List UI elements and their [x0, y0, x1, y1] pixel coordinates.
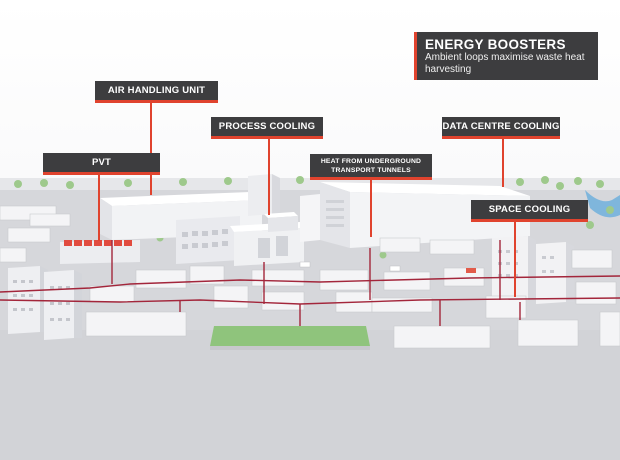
label-data-centre-cooling: DATA CENTRE COOLING: [442, 117, 560, 139]
label-tunnels-line1: HEAT FROM UNDERGROUND: [320, 158, 422, 165]
space-cooling-towers: [492, 236, 574, 304]
title-subtitle: Ambient loops maximise waste heat harves…: [425, 52, 585, 75]
leader-tunnels: [370, 177, 372, 237]
leader-pvt: [98, 175, 100, 241]
label-space-cooling: SPACE COOLING: [471, 200, 588, 222]
leader-data-centre: [502, 139, 504, 187]
leader-space-cooling: [514, 222, 516, 297]
label-pvt: PVT: [43, 153, 160, 175]
cars: [299, 261, 476, 273]
courtyard-green: [210, 326, 370, 346]
foreground-road: [0, 330, 620, 460]
title-box: ENERGY BOOSTERS Ambient loops maximise w…: [414, 32, 598, 80]
left-tower-blocks: [8, 266, 82, 340]
leader-process-cooling: [268, 139, 270, 215]
title-heading: ENERGY BOOSTERS: [425, 37, 566, 52]
label-air-handling-unit: AIR HANDLING UNIT: [95, 81, 218, 103]
label-tunnels: HEAT FROM UNDERGROUND TRANSPORT TUNNELS: [310, 154, 432, 180]
pvt-terrace: [60, 240, 140, 264]
label-tunnels-line2: TRANSPORT TUNNELS: [331, 167, 411, 174]
industrial-complex: [100, 174, 304, 266]
ambient-loop-pipes: [0, 240, 620, 326]
label-process-cooling: PROCESS COOLING: [211, 117, 323, 139]
leader-air-handling: [150, 103, 152, 195]
